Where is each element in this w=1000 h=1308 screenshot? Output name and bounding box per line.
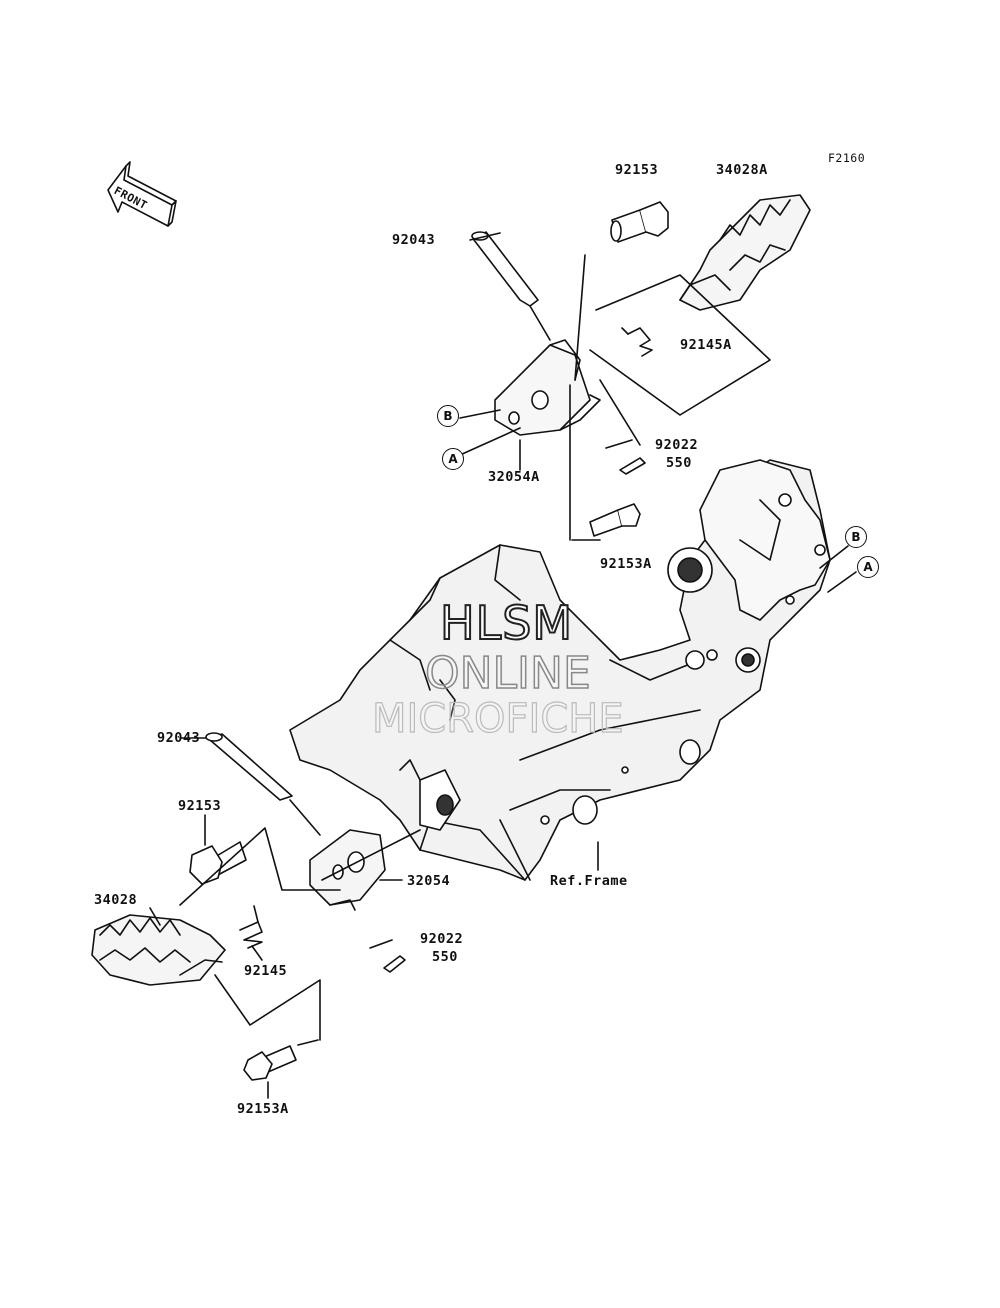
part-label-92043-lower[interactable]: 92043 [157,730,201,746]
watermark-line-2: ONLINE [424,647,591,700]
part-label-92153-lower[interactable]: 92153 [178,798,222,814]
marker-a-frame: A [857,556,879,578]
marker-b-upper: B [437,405,459,427]
ref-frame-label[interactable]: Ref.Frame [550,873,628,889]
marker-a-upper: A [442,448,464,470]
part-label-92153-upper[interactable]: 92153 [615,162,659,178]
part-label-92153a-upper[interactable]: 92153A [600,556,652,572]
marker-b-frame: B [845,526,867,548]
part-label-32054[interactable]: 32054 [407,873,451,889]
front-arrow-icon [107,161,177,227]
part-label-92145a[interactable]: 92145A [680,337,732,353]
part-label-550-lower[interactable]: 550 [432,949,458,965]
watermark-line-1: HLSM [439,595,574,651]
marker-a-leader [827,571,857,593]
part-label-32054a[interactable]: 32054A [488,469,540,485]
figure-code: F2160 [828,151,866,165]
marker-b-leader [819,545,849,569]
lower-footpeg-assembly [91,732,599,1099]
part-label-550-upper[interactable]: 550 [666,455,692,471]
upper-footpeg-assembly [459,194,811,541]
part-label-34028[interactable]: 34028 [94,892,138,908]
watermark-line-3: MICROFICHE [371,695,624,742]
part-label-92043-upper[interactable]: 92043 [392,232,436,248]
part-label-34028a[interactable]: 34028A [716,162,768,178]
part-label-92145[interactable]: 92145 [244,963,288,979]
part-label-92153a-lower[interactable]: 92153A [237,1101,289,1117]
part-label-92022-upper[interactable]: 92022 [655,437,699,453]
frame-body [289,459,831,881]
part-label-92022-lower[interactable]: 92022 [420,931,464,947]
